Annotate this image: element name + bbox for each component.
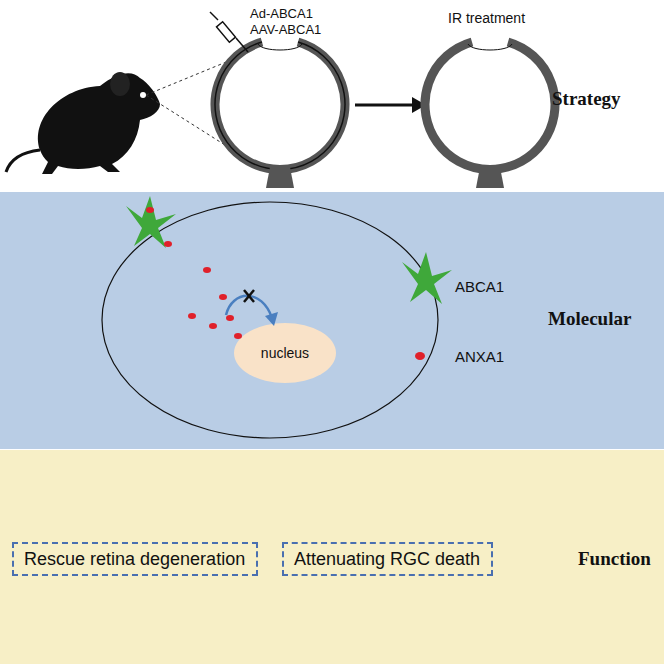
treatment-label: IR treatment (448, 10, 525, 26)
panel-title: Function (578, 548, 651, 570)
function-text: Rescue retina degeneration (24, 549, 245, 570)
vector-label: Ad-ABCA1 (250, 6, 313, 21)
legend-text: ANXA1 (455, 348, 504, 365)
vector-label: AAV-ABCA1 (250, 22, 321, 37)
nucleus-ellipse: nucleus (233, 322, 337, 384)
dashed-box: Rescue retina degeneration (12, 542, 258, 576)
function-text: Attenuating RGC death (294, 549, 480, 570)
panel-title: Strategy (552, 88, 621, 110)
dashed-box: Attenuating RGC death (282, 542, 493, 576)
panel-band: Molecular nucleus (0, 192, 664, 449)
nucleus-label: nucleus (261, 345, 309, 361)
legend-swatch (415, 352, 425, 360)
legend-text: ABCA1 (455, 278, 504, 295)
panel-title: Molecular (548, 308, 631, 330)
panel-band: Function Rescue retina degeneration Attenu… (0, 450, 664, 664)
